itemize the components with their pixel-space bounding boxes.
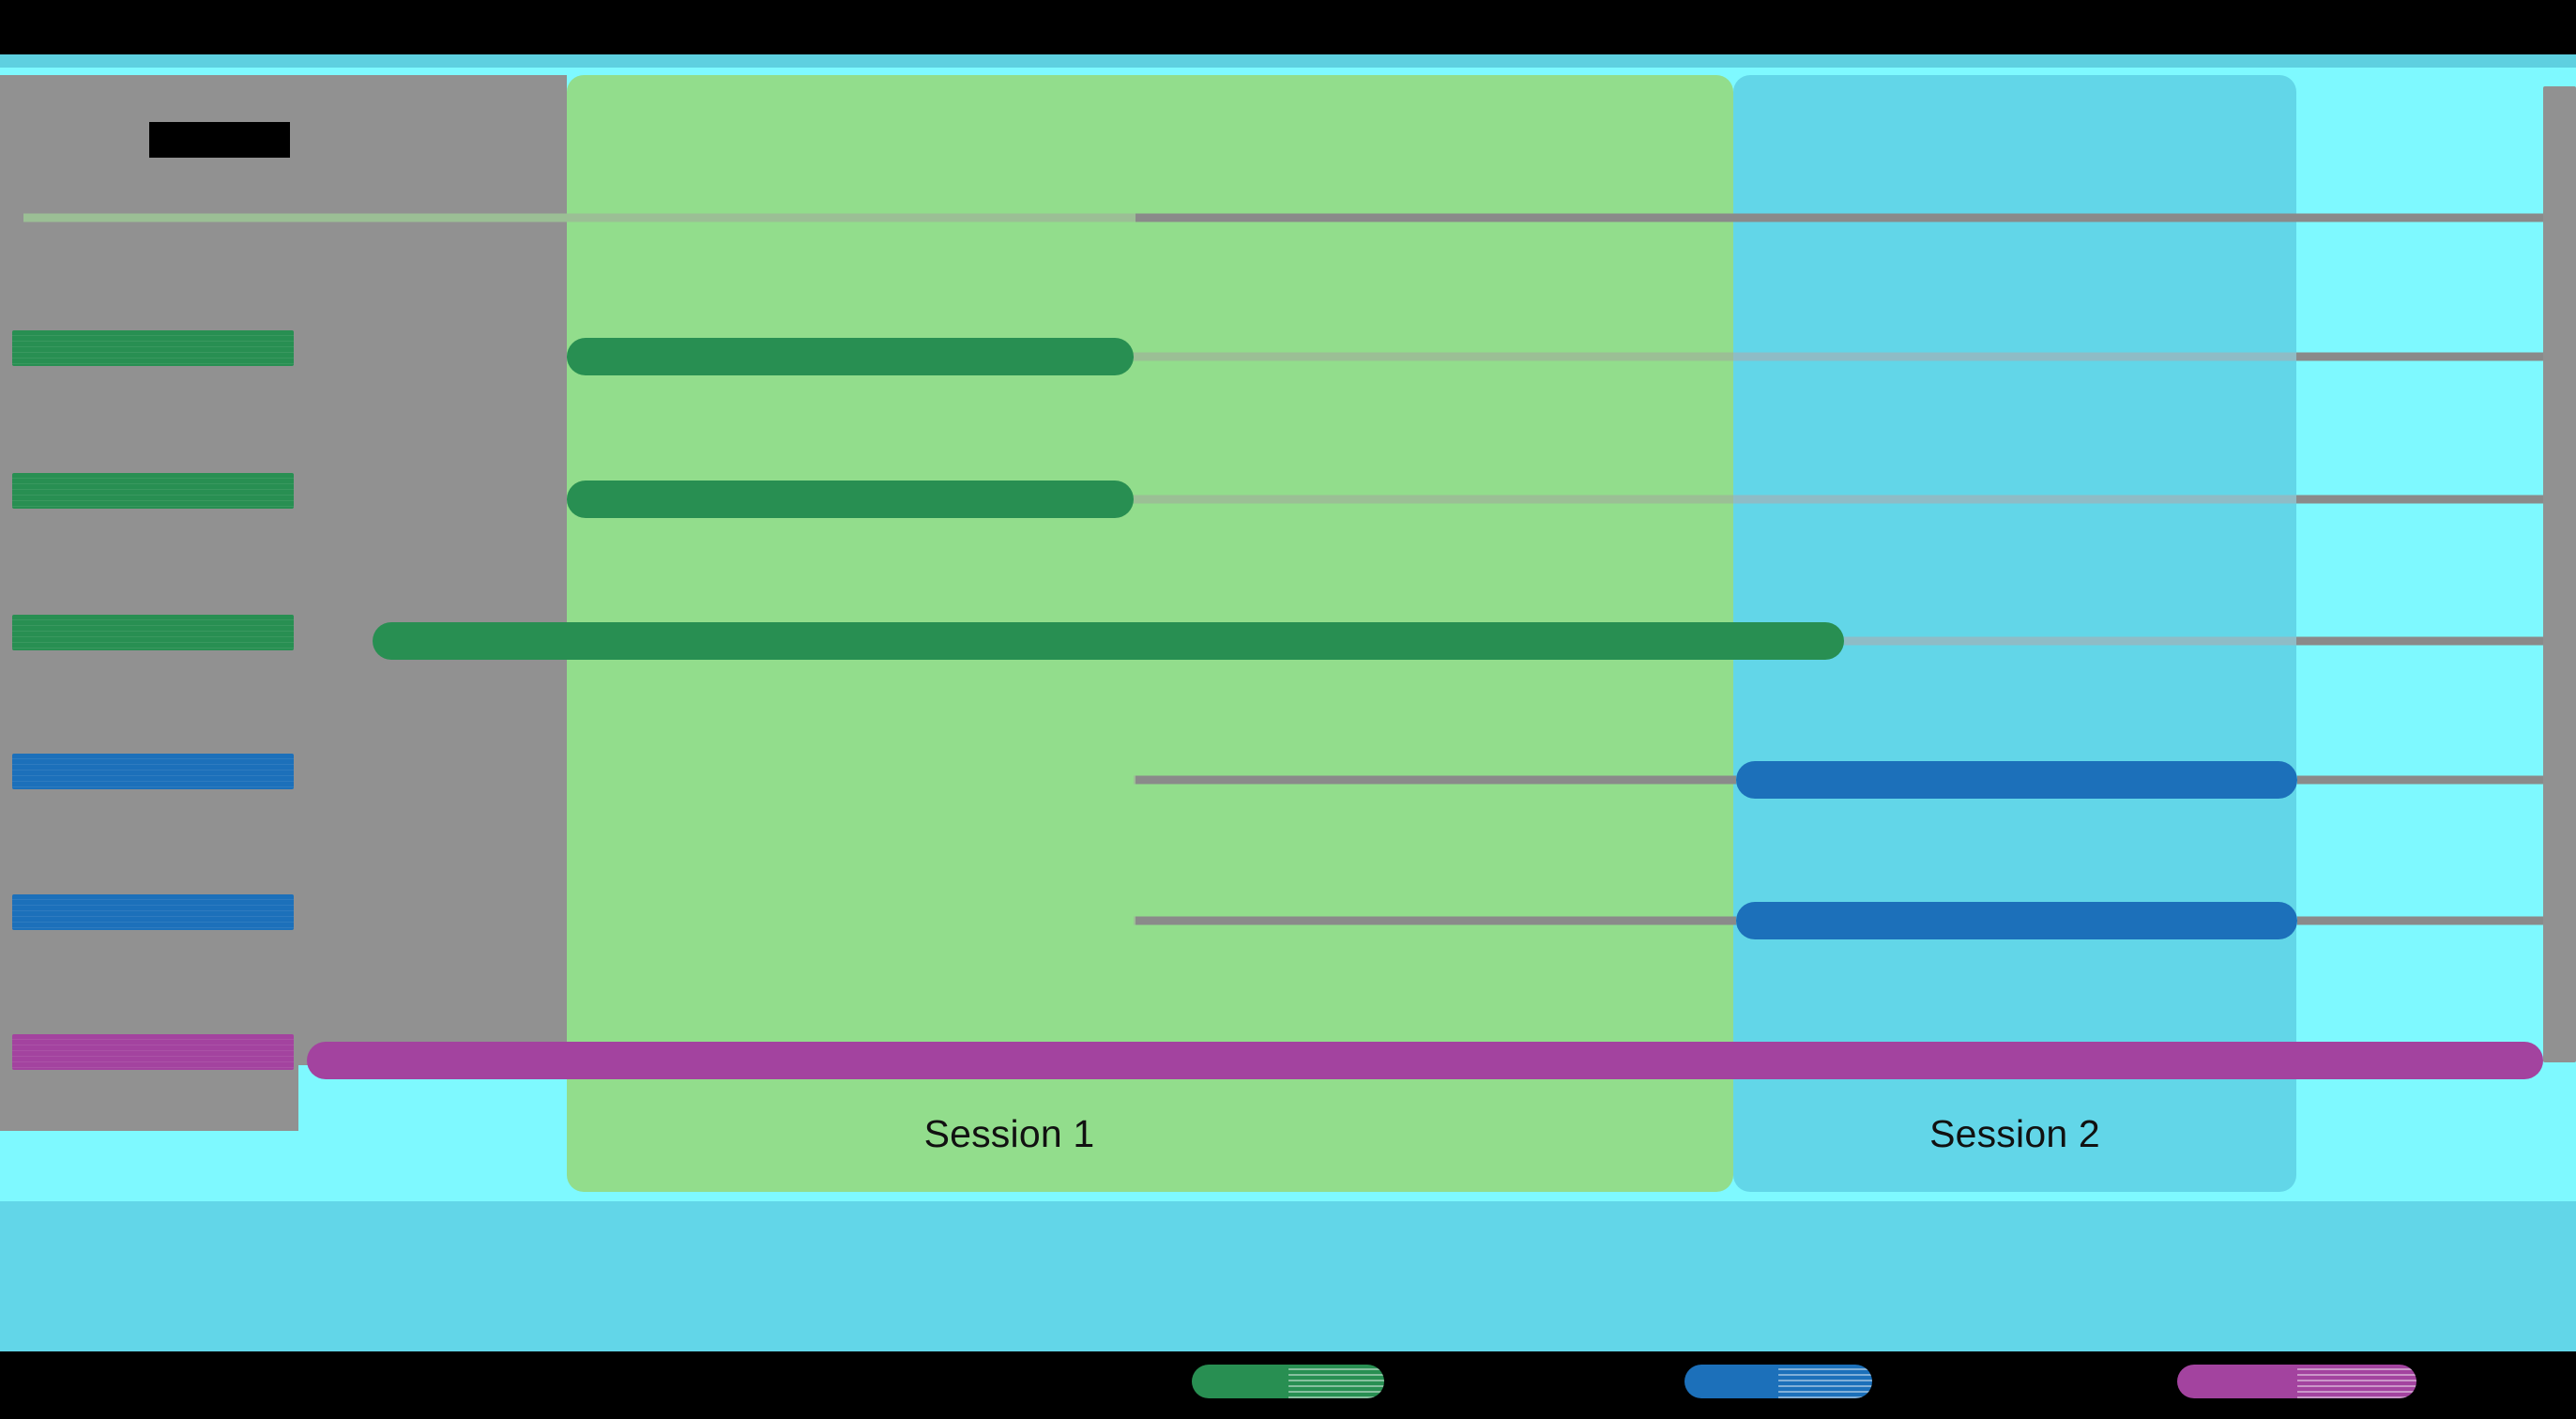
gantt-bar-green[interactable] bbox=[567, 481, 1134, 518]
row-connector-faint bbox=[1134, 495, 1733, 504]
table-row[interactable] bbox=[0, 1042, 2576, 1079]
legend-item-magenta[interactable] bbox=[2177, 1365, 2416, 1398]
row-connector-session2 bbox=[1733, 352, 2296, 361]
page-title bbox=[149, 122, 290, 158]
legend-swatch-magenta bbox=[2177, 1365, 2416, 1398]
gantt-chart-viewport[interactable]: Session 1 Session 2 bbox=[0, 75, 2576, 1201]
row-connector-right bbox=[2297, 916, 2543, 925]
list-item[interactable] bbox=[12, 1034, 294, 1070]
gantt-bar-blue[interactable] bbox=[1736, 902, 2297, 939]
row-connector-session2 bbox=[1844, 636, 2296, 646]
gantt-bar-green[interactable] bbox=[373, 622, 1844, 660]
gantt-bar-blue[interactable] bbox=[1736, 761, 2297, 799]
table-row[interactable] bbox=[0, 622, 2576, 660]
row-connector-faint bbox=[23, 213, 1136, 222]
row-connector bbox=[1136, 213, 2543, 222]
legend-swatch-blue bbox=[1684, 1365, 1872, 1398]
legend-item-blue[interactable] bbox=[1684, 1365, 1872, 1398]
row-connector-faint bbox=[1134, 352, 1733, 361]
table-row[interactable] bbox=[0, 481, 2576, 518]
footer-band bbox=[0, 1201, 2576, 1351]
table-row[interactable] bbox=[0, 213, 2576, 222]
accent-strip-top bbox=[0, 54, 2576, 68]
list-item[interactable] bbox=[12, 894, 294, 930]
legend-swatch-green bbox=[1192, 1365, 1384, 1398]
session-2-label: Session 2 bbox=[1929, 1112, 2100, 1155]
vertical-scrollbar[interactable] bbox=[2543, 75, 2576, 1201]
row-connector bbox=[2296, 495, 2543, 504]
session-1-label: Session 1 bbox=[923, 1112, 1095, 1155]
row-connector bbox=[1136, 775, 1736, 785]
accent-strip-second bbox=[0, 68, 2576, 75]
legend-item-green[interactable] bbox=[1192, 1365, 1384, 1398]
list-item[interactable] bbox=[12, 754, 294, 789]
gantt-bar-green[interactable] bbox=[567, 338, 1134, 375]
row-connector-faint bbox=[1134, 916, 1136, 925]
row-connector bbox=[1136, 916, 1736, 925]
vertical-scrollbar-thumb[interactable] bbox=[2543, 86, 2576, 1062]
list-item[interactable] bbox=[12, 473, 294, 509]
row-connector-session2 bbox=[1733, 495, 2296, 504]
row-label-panel-extension bbox=[0, 75, 298, 1131]
list-item[interactable] bbox=[12, 615, 294, 650]
session-band-tail bbox=[2296, 75, 2543, 1192]
gantt-bar-magenta[interactable] bbox=[307, 1042, 2543, 1079]
table-row[interactable] bbox=[0, 761, 2576, 799]
row-connector bbox=[2296, 352, 2543, 361]
row-connector-faint bbox=[1134, 775, 1136, 785]
table-row[interactable] bbox=[0, 338, 2576, 375]
list-item[interactable] bbox=[12, 330, 294, 366]
row-connector-right bbox=[2297, 775, 2543, 785]
table-row[interactable] bbox=[0, 902, 2576, 939]
chart-legend bbox=[0, 1351, 2576, 1419]
row-connector bbox=[2296, 636, 2543, 646]
